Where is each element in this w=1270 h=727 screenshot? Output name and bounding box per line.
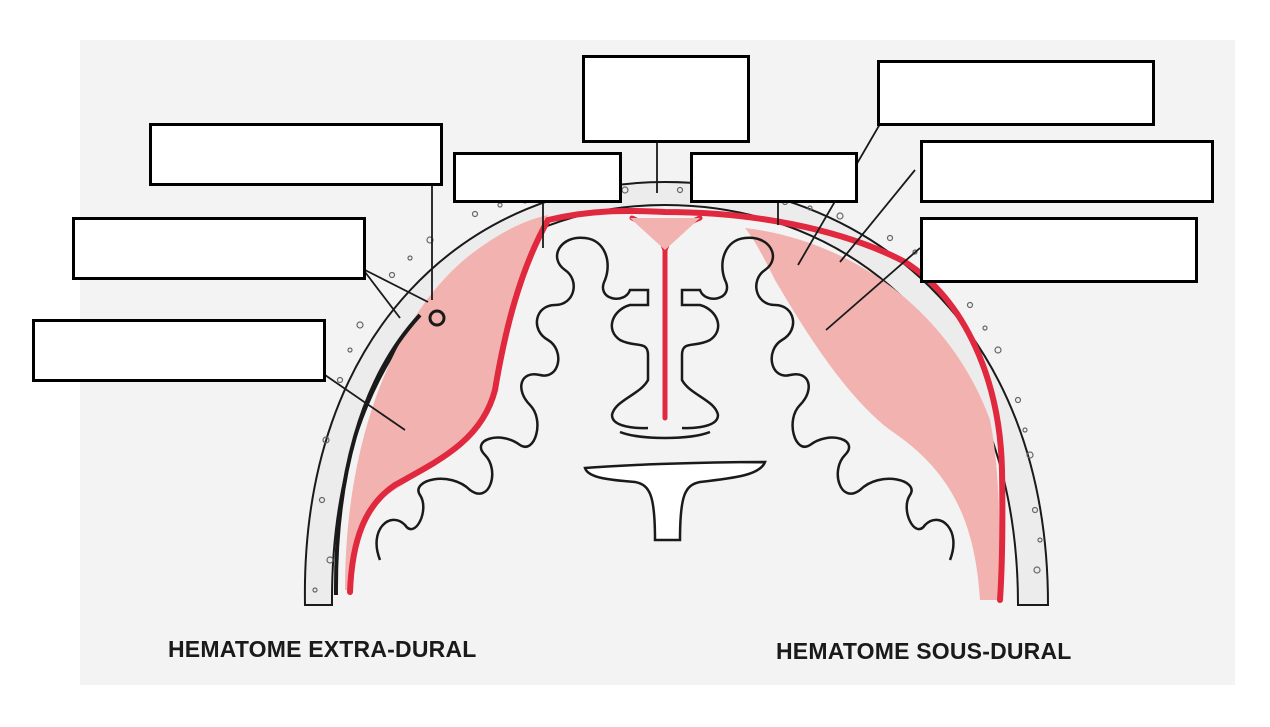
label-box-center-right[interactable] xyxy=(690,152,858,203)
label-box-top-right[interactable] xyxy=(877,60,1155,126)
label-box-right-lower[interactable] xyxy=(920,217,1198,283)
left-inner-table xyxy=(333,313,422,596)
label-box-right-middle[interactable] xyxy=(920,140,1214,203)
bone-texture xyxy=(312,186,1043,593)
label-box-left-upper[interactable] xyxy=(149,123,443,186)
label-box-center-left[interactable] xyxy=(453,152,622,203)
artery-section xyxy=(428,309,446,327)
label-box-top-center[interactable] xyxy=(582,55,750,143)
right-hemisphere-gyri xyxy=(680,236,955,561)
label-box-left-lower[interactable] xyxy=(32,319,326,382)
caption-subdural: HEMATOME SOUS-DURAL xyxy=(776,638,1072,664)
corpus-callosum xyxy=(619,430,711,440)
label-box-left-middle[interactable] xyxy=(72,217,366,280)
left-hemisphere-gyri xyxy=(375,236,650,561)
subdural-hematoma xyxy=(745,228,1000,600)
sinus xyxy=(630,218,700,250)
dura-mater xyxy=(347,207,1006,603)
caption-extradural: HEMATOME EXTRA-DURAL xyxy=(168,636,477,662)
ventricle xyxy=(583,460,767,542)
extradural-hematoma xyxy=(345,215,548,590)
